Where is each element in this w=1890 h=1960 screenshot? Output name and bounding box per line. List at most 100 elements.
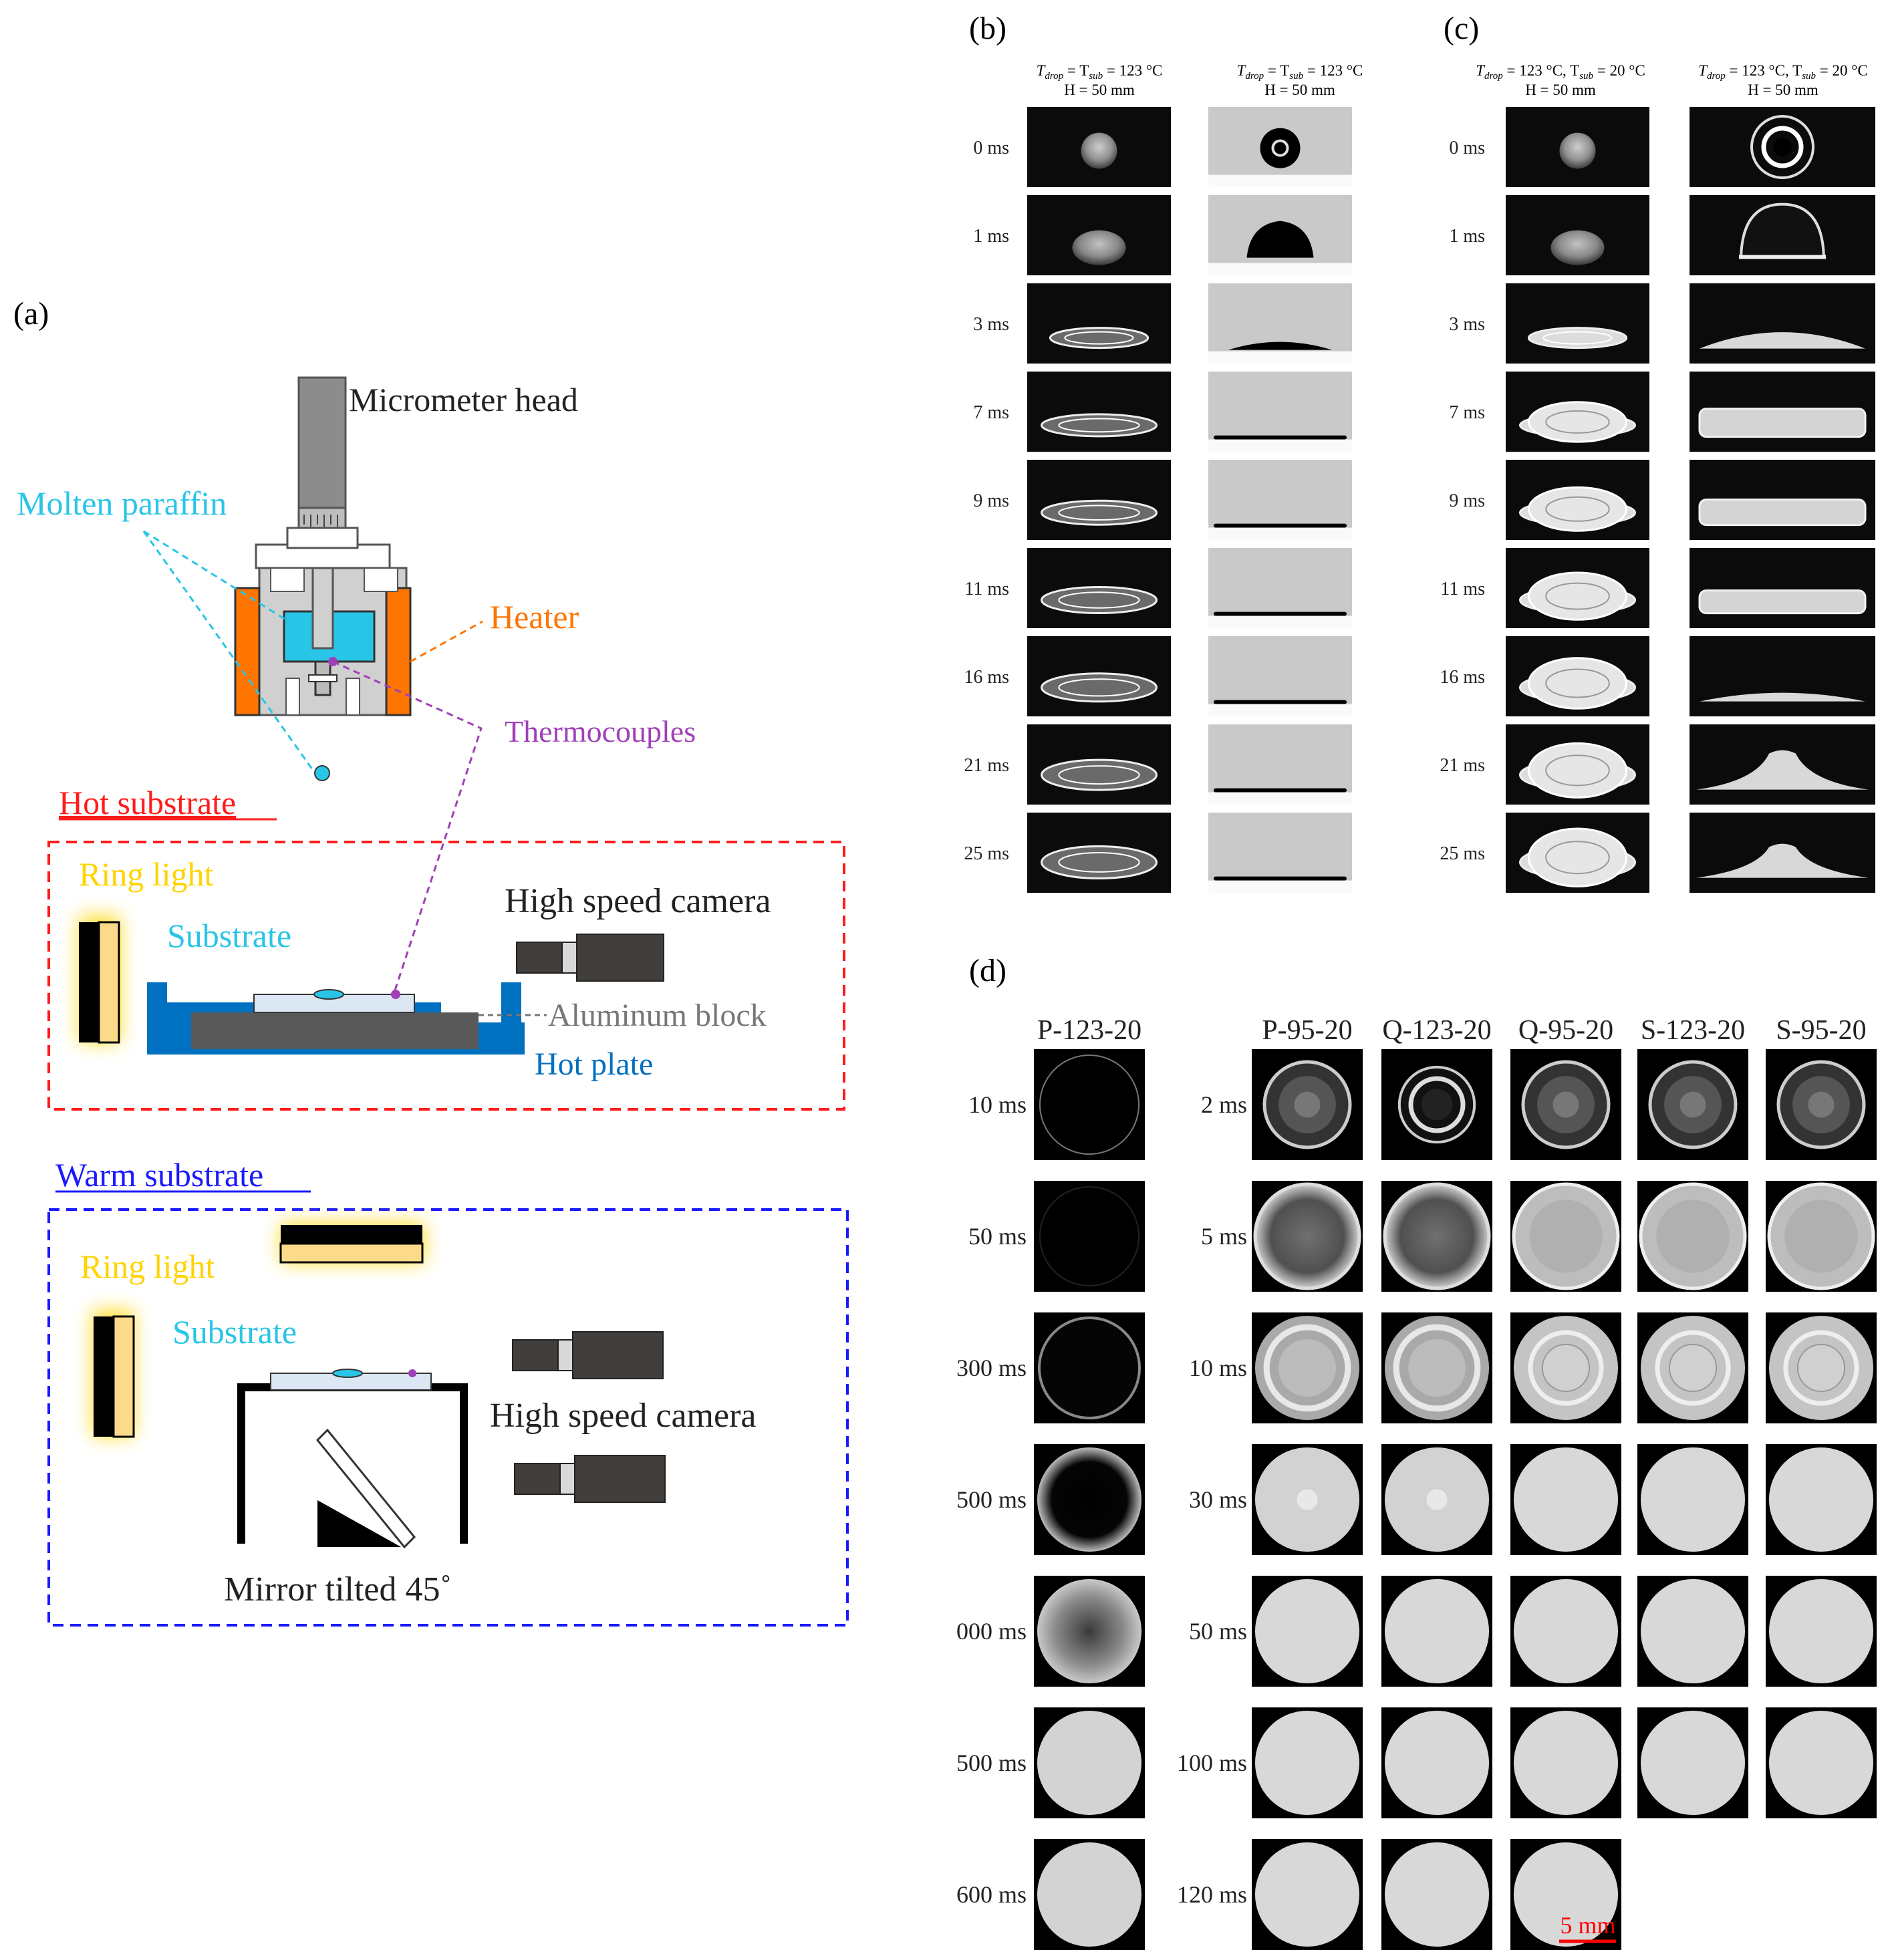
panel-b-col1-frame <box>1027 813 1171 893</box>
panel-d-frame <box>1637 1181 1748 1292</box>
panel-c-col1-header-line1: Tdrop = 123 °C, Tsub = 20 °C <box>1476 62 1645 82</box>
micrometer-head <box>255 376 391 569</box>
panel-d-frame <box>1510 1576 1621 1687</box>
panel-c-col1-header-line2: H = 50 mm <box>1525 82 1596 98</box>
heater-assembly <box>234 567 412 716</box>
panel-d-left-time-label: 600 ms <box>956 1881 1027 1908</box>
panel-b-col2-frame <box>1208 107 1352 187</box>
panel-a: (a) Micrometer head <box>13 296 849 1627</box>
warm-camera-label: High speed camera <box>490 1397 756 1435</box>
panel-d-column-header: P-95-20 <box>1262 1015 1352 1046</box>
panel-b-time-label: 9 ms <box>973 491 1009 511</box>
panel-d-column-header: Q-95-20 <box>1518 1015 1613 1046</box>
thermocouples-label: Thermocouples <box>505 714 696 748</box>
panel-b-time-label: 7 ms <box>973 402 1009 423</box>
warm-substrate-label: Substrate <box>172 1313 297 1351</box>
panel-b-col2-frames <box>1208 107 1352 893</box>
panel-c-col1-frame <box>1506 636 1649 716</box>
panel-b-time-label: 0 ms <box>973 138 1009 158</box>
hot-ring-light-label: Ring light <box>79 855 214 893</box>
panel-c-label: (c) <box>1444 11 1479 46</box>
panel-d-column-header: S-95-20 <box>1776 1015 1866 1046</box>
panel-b-col2-frame <box>1208 636 1352 716</box>
panel-b-time-label: 3 ms <box>973 314 1009 335</box>
panel-c-time-label: 0 ms <box>1449 138 1485 158</box>
panel-d-frame <box>1766 1049 1877 1160</box>
panel-c-time-label: 25 ms <box>1440 843 1485 864</box>
warm-camera-top <box>512 1331 664 1379</box>
panel-d-frame <box>1252 1707 1363 1818</box>
panel-d-left-time-label: 500 ms <box>956 1749 1027 1776</box>
panel-d-frames <box>1034 1049 1877 1950</box>
panel-d-left-frame <box>1034 1576 1145 1687</box>
panel-c-col2-frame <box>1690 460 1875 540</box>
panel-c-col2-frame <box>1690 813 1875 893</box>
panel-d-frame <box>1510 1444 1621 1555</box>
panel-b-col2-frame <box>1208 195 1352 275</box>
panel-b: (b) Tdrop = Tsub = 123 °C H = 50 mm Tdro… <box>964 11 1363 893</box>
panel-b-col1-frame <box>1027 460 1171 540</box>
panel-d-frame <box>1637 1444 1748 1555</box>
panel-c-col2-frame <box>1690 283 1875 364</box>
panel-c-col2-frames <box>1690 107 1875 893</box>
scale-bar-label: 5 mm <box>1560 1912 1615 1939</box>
panel-b-col1-frame <box>1027 283 1171 364</box>
panel-d-frame <box>1252 1839 1363 1950</box>
panel-d-frame <box>1252 1181 1363 1292</box>
panel-d-frame <box>1766 1576 1877 1687</box>
hot-stage <box>147 982 525 1055</box>
panel-c-col1-frame <box>1506 460 1649 540</box>
panel-c-col1-frame <box>1506 283 1649 364</box>
panel-d-label: (d) <box>969 953 1006 988</box>
panel-b-col1-frame <box>1027 372 1171 452</box>
micrometer-head-label: Micrometer head <box>349 381 578 418</box>
panel-b-col1-frames <box>1027 107 1171 893</box>
panel-b-label: (b) <box>969 11 1006 46</box>
panel-d-right-time-label: 2 ms <box>1201 1091 1247 1118</box>
panel-c-col1-frame <box>1506 107 1649 187</box>
panel-d-left-time-label: 10 ms <box>968 1091 1027 1118</box>
panel-d-frame <box>1381 1049 1492 1160</box>
panel-c-col1-frame <box>1506 372 1649 452</box>
panel-d-column-header: Q-123-20 <box>1382 1015 1491 1046</box>
warm-stage <box>237 1369 468 1549</box>
panel-d-right-time-label: 10 ms <box>1189 1355 1247 1381</box>
panel-d-left-time-label: 500 ms <box>956 1486 1027 1513</box>
panel-b-col1-frame <box>1027 636 1171 716</box>
panel-d-frame <box>1766 1444 1877 1555</box>
panel-d-frame <box>1381 1312 1492 1423</box>
panel-d-frame <box>1766 1707 1877 1818</box>
panel-b-col1-frame <box>1027 548 1171 628</box>
panel-c-col1-frames <box>1506 107 1649 893</box>
panel-b-col2-frame <box>1208 548 1352 628</box>
panel-d-frame <box>1381 1181 1492 1292</box>
hot-substrate-box <box>47 841 845 1111</box>
panel-d-frame <box>1766 1312 1877 1423</box>
thermocouple-leaders <box>332 660 483 993</box>
panel-d-right-time-label: 5 ms <box>1201 1223 1247 1250</box>
panel-d-frame <box>1252 1576 1363 1687</box>
warm-top-ring-light <box>279 1223 424 1264</box>
panel-d-frame <box>1510 1181 1621 1292</box>
warm-ring-light-label: Ring light <box>80 1248 215 1285</box>
panel-d-left-time-label: 50 ms <box>968 1223 1027 1250</box>
panel-d-right-time-label: 30 ms <box>1189 1486 1247 1513</box>
panel-d-left-frame <box>1034 1707 1145 1818</box>
panel-d-left-time-label: 300 ms <box>956 1355 1027 1381</box>
panel-d-frame <box>1766 1181 1877 1292</box>
mirror-label: Mirror tilted 45˚ <box>224 1570 452 1608</box>
panel-b-time-label: 16 ms <box>964 667 1009 688</box>
panel-b-col2-header-line2: H = 50 mm <box>1264 82 1335 98</box>
panel-b-col2-frame <box>1208 283 1352 364</box>
panel-d-frame <box>1381 1576 1492 1687</box>
aluminum-block-label: Aluminum block <box>548 998 767 1033</box>
paraffin-leaders <box>142 530 315 773</box>
panel-b-col2-frame <box>1208 372 1352 452</box>
